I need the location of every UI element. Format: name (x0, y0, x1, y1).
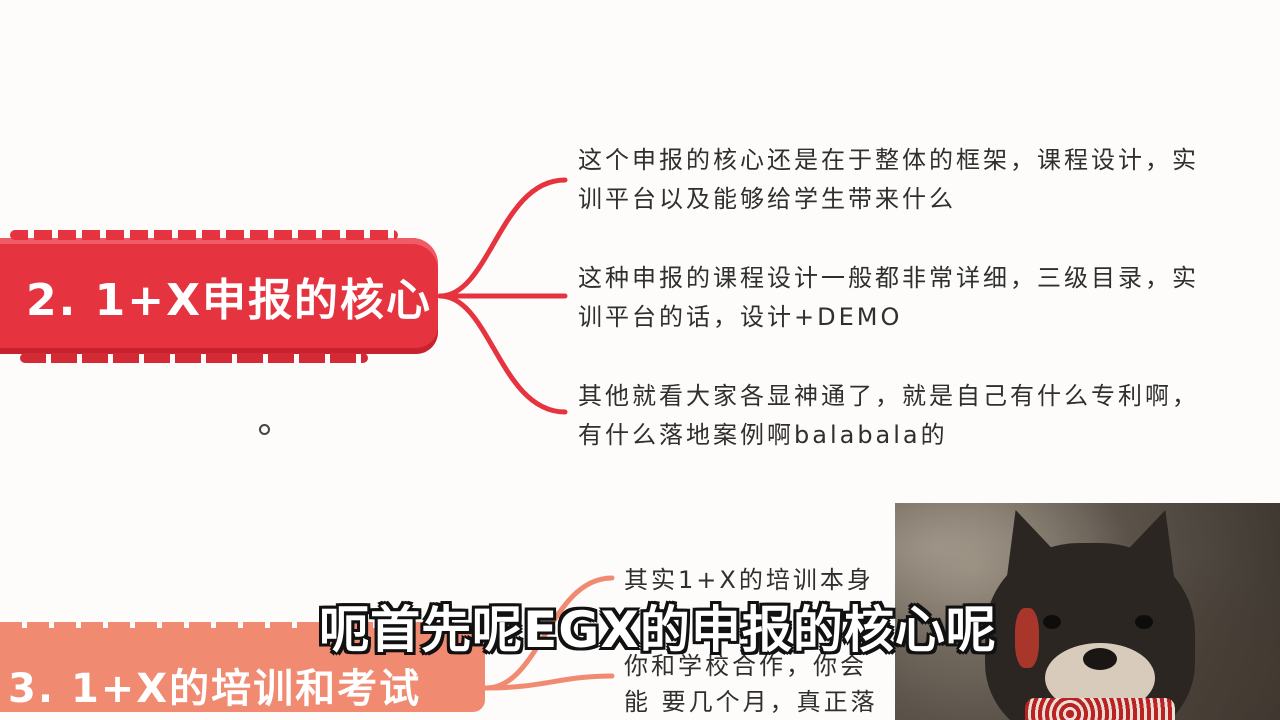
dog-eye-left (1043, 615, 1061, 629)
webcam-overlay (895, 503, 1280, 720)
connector-branch-1 (437, 177, 568, 299)
cursor-dot (259, 424, 270, 435)
connector-branch-4 (483, 575, 615, 691)
dog-eye-right (1135, 615, 1153, 629)
branch-item-4[interactable]: 其实1+X的培训本身 (624, 562, 874, 598)
dog-bandana (1025, 698, 1175, 720)
branch-item-3-line-2: 有什么落地案例啊balabala的 (578, 421, 948, 449)
dog-nose (1083, 648, 1117, 670)
branch-item-5-line-2: 能 要几个月，真正落 (624, 688, 878, 716)
branch-item-1[interactable]: 这个申报的核心还是在于整体的框架，课程设计，实 训平台以及能够给学生带来什么 (578, 141, 1199, 219)
branch-item-5-line-1: 你和学校合作，你会 (624, 652, 867, 680)
node-3-banner[interactable] (0, 622, 485, 712)
face-paint (1015, 608, 1039, 668)
branch-item-3-line-1: 其他就看大家各显神通了，就是自己有什么专利啊， (578, 382, 1199, 410)
connector-branch-5 (483, 673, 615, 691)
node-2-banner[interactable] (0, 230, 438, 363)
branch-item-5[interactable]: 你和学校合作，你会 能 要几个月，真正落 (624, 648, 878, 720)
video-subtitle: 呃首先呢EGX的申报的核心呢 (319, 601, 997, 659)
branch-item-4-line-1: 其实1+X的培训本身 (624, 566, 874, 594)
branch-item-2-line-1: 这种申报的课程设计一般都非常详细，三级目录，实 (578, 264, 1199, 292)
branch-item-1-line-1: 这个申报的核心还是在于整体的框架，课程设计，实 (578, 146, 1199, 174)
branch-item-3[interactable]: 其他就看大家各显神通了，就是自己有什么专利啊， 有什么落地案例啊balabala… (578, 377, 1199, 455)
branch-item-1-line-2: 训平台以及能够给学生带来什么 (578, 185, 956, 213)
node-2-title: 2. 1+X申报的核心 (26, 275, 433, 326)
branch-item-2[interactable]: 这种申报的课程设计一般都非常详细，三级目录，实 训平台的话，设计+DEMO (578, 259, 1199, 337)
branch-item-2-line-2: 训平台的话，设计+DEMO (578, 303, 903, 331)
connector-branch-3 (437, 293, 568, 415)
node-3-title: 3. 1+X的培训和考试 (8, 666, 422, 712)
